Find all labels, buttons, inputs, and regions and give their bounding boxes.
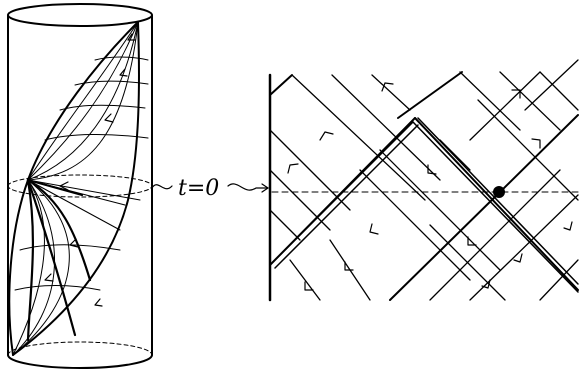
cylinder-diagram — [7, 3, 153, 369]
lens-boundary-right — [12, 21, 140, 356]
cylinder-bottom-rim-front — [7, 354, 153, 369]
cylinder-top-rim — [7, 3, 153, 27]
t0-right-squiggle — [227, 183, 269, 191]
t0-dashed-line — [151, 183, 579, 193]
t0-left-squiggle — [151, 184, 173, 190]
strip-diagram — [268, 59, 579, 302]
geodesic-fan — [12, 21, 141, 356]
cylinder-arrows — [44, 33, 136, 307]
t0-label: t=0 — [176, 176, 222, 201]
cylinder-bottom-rim-back — [7, 341, 153, 356]
t0-arrowhead — [261, 183, 269, 193]
cylinder-equator-ellipse — [7, 174, 153, 198]
null-lines-bold — [269, 71, 579, 301]
hatch-lines-rising — [429, 59, 579, 301]
horizon-double-line — [269, 117, 579, 293]
strip-arrows — [287, 82, 573, 291]
wrap-arcs — [14, 56, 149, 291]
bifurcation-point — [493, 186, 505, 198]
geodesic-fan-bold — [26, 178, 92, 342]
